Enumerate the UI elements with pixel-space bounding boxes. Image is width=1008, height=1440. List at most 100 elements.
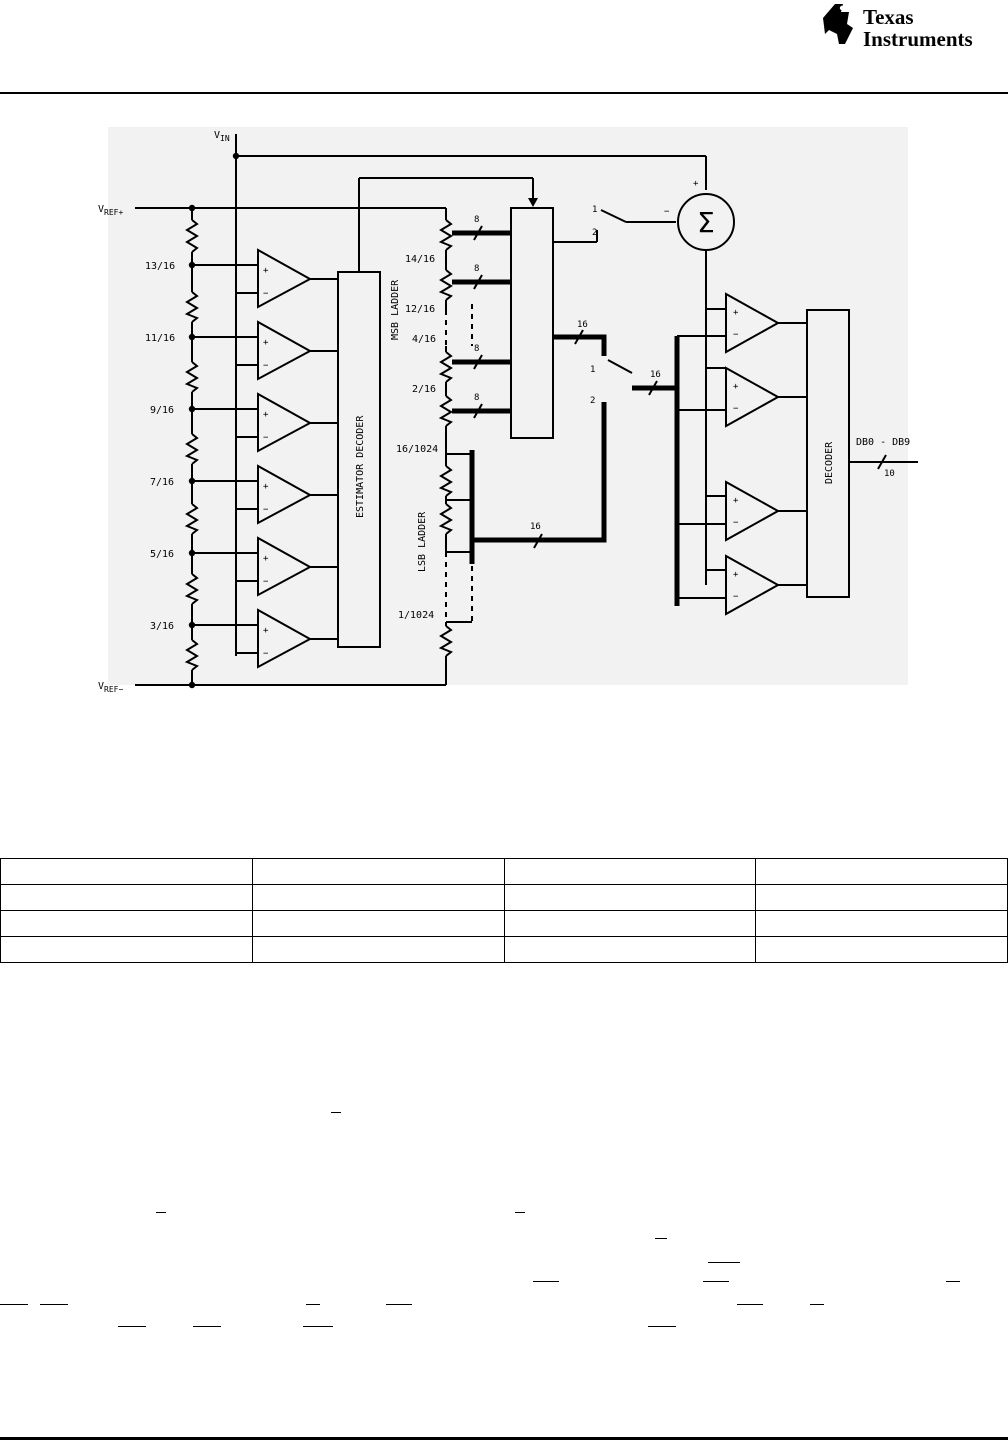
overbar-mark	[40, 1304, 68, 1305]
svg-text:+: +	[263, 266, 269, 276]
table-cell	[755, 910, 1008, 937]
svg-text:8: 8	[474, 215, 479, 225]
table-row	[0, 910, 1008, 937]
ti-logo-icon	[823, 4, 853, 44]
svg-text:+: +	[733, 570, 739, 580]
svg-text:−: −	[733, 592, 739, 602]
summer-minus: −	[664, 207, 670, 217]
svg-text:−: −	[263, 649, 269, 659]
overbar-mark	[648, 1326, 676, 1327]
table-cell	[503, 910, 757, 937]
left-comparator-signs: + − + − + − + − + − + −	[263, 266, 269, 659]
estimator-decoder-label: ESTIMATOR DECODER	[355, 415, 366, 518]
tap-label: 11/16	[145, 333, 175, 344]
lsb-tap-label: 16/1024	[396, 444, 438, 455]
footer-rule	[0, 1437, 1008, 1440]
svg-text:+: +	[263, 482, 269, 492]
msb-tap-label: 4/16	[412, 334, 436, 345]
svg-text:8: 8	[474, 264, 479, 274]
svg-text:−: −	[263, 361, 269, 371]
table-row	[0, 884, 1008, 911]
overbar-mark	[193, 1326, 221, 1327]
ti-logo: Texas Instruments	[815, 0, 1008, 52]
overbar-mark	[703, 1281, 729, 1282]
logo-text-texas: Texas	[863, 5, 914, 29]
overbar-mark	[303, 1326, 333, 1327]
tap-label: 5/16	[150, 549, 174, 560]
adc-block-diagram: VIN VREF+ VREF− 13/16 11/16 9/16 7/16 5/…	[98, 127, 918, 694]
table-cell	[0, 936, 253, 963]
msb-tap-label: 2/16	[412, 384, 436, 395]
svg-text:−: −	[263, 433, 269, 443]
tap-label: 7/16	[150, 477, 174, 488]
svg-text:16: 16	[577, 320, 588, 330]
switch-pos-label: 1	[592, 205, 597, 215]
svg-text:16: 16	[650, 370, 661, 380]
overbar-mark	[0, 1304, 28, 1305]
svg-text:+: +	[263, 338, 269, 348]
tap-label: 3/16	[150, 621, 174, 632]
table-cell	[503, 858, 757, 885]
overbar-mark	[708, 1262, 740, 1263]
logo-text-instruments: Instruments	[863, 27, 973, 51]
overbar-mark	[306, 1304, 320, 1305]
tap-label: 9/16	[150, 405, 174, 416]
vin-label: VIN	[214, 130, 230, 143]
msb-ladder-label: MSB LADDER	[390, 279, 401, 340]
header-rule	[0, 92, 1008, 94]
switch-pos-label: 1	[590, 365, 595, 375]
svg-text:−: −	[263, 577, 269, 587]
lsb-ladder-label: LSB LADDER	[417, 511, 428, 572]
svg-text:16: 16	[530, 522, 541, 532]
overbar-mark	[386, 1304, 412, 1305]
table-cell	[755, 884, 1008, 911]
table-row	[0, 936, 1008, 963]
svg-text:+: +	[263, 410, 269, 420]
svg-text:−: −	[263, 289, 269, 299]
overbar-mark	[655, 1238, 667, 1239]
table-cell	[503, 936, 757, 963]
table-cell	[755, 936, 1008, 963]
svg-text:10: 10	[884, 469, 895, 479]
decoder-label: DECODER	[824, 441, 835, 484]
lsb-tap-label: 1/1024	[398, 610, 434, 621]
overbar-mark	[737, 1304, 763, 1305]
svg-text:−: −	[733, 404, 739, 414]
vref-plus-label: VREF+	[98, 204, 123, 217]
msb-tap-label: 14/16	[405, 254, 435, 265]
overbar-mark	[331, 1112, 341, 1113]
table-cell	[0, 884, 253, 911]
right-comparator-signs: + − + − + − + −	[733, 308, 739, 602]
table-cell	[0, 858, 253, 885]
svg-text:−: −	[263, 505, 269, 515]
svg-text:+: +	[263, 554, 269, 564]
output-label: DB0 - DB9	[856, 437, 910, 448]
overbar-mark	[118, 1326, 146, 1327]
table-cell	[251, 884, 505, 911]
svg-text:8: 8	[474, 393, 479, 403]
bus-width-labels: 8 8 8 8 16 16 16 10	[474, 215, 895, 532]
svg-text:8: 8	[474, 344, 479, 354]
svg-text:+: +	[263, 626, 269, 636]
table-cell	[251, 858, 505, 885]
spec-table	[0, 858, 1008, 963]
svg-text:−: −	[733, 518, 739, 528]
overbar-mark	[533, 1281, 559, 1282]
table-cell	[503, 884, 757, 911]
svg-text:+: +	[733, 496, 739, 506]
table-cell	[251, 910, 505, 937]
msb-tap-label: 12/16	[405, 304, 435, 315]
tap-label: 13/16	[145, 261, 175, 272]
table-cell	[0, 910, 253, 937]
overbar-mark	[515, 1212, 525, 1213]
svg-text:+: +	[733, 308, 739, 318]
overbar-mark	[810, 1304, 824, 1305]
switch-pos-label: 2	[590, 396, 595, 406]
vref-minus-label: VREF−	[98, 681, 123, 694]
svg-text:−: −	[733, 330, 739, 340]
table-cell	[755, 858, 1008, 885]
table-cell	[251, 936, 505, 963]
switch-pos-label: 2	[592, 228, 597, 238]
svg-text:+: +	[733, 382, 739, 392]
table-row	[0, 858, 1008, 885]
